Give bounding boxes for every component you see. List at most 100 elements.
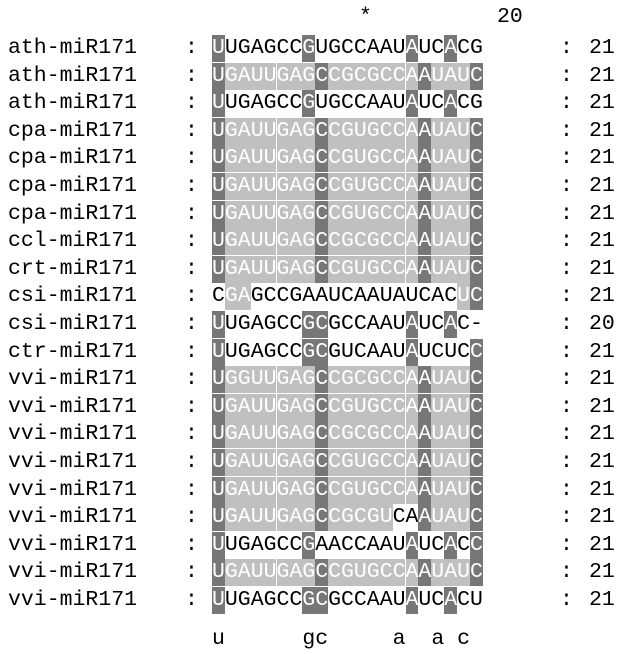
nucleotide-cell: A xyxy=(444,228,458,256)
nucleotide-cell: G xyxy=(224,283,238,311)
nucleotide-cell: C xyxy=(328,476,341,504)
nucleotide-cell: G xyxy=(302,531,316,559)
nucleotide-cell: G xyxy=(341,173,354,200)
sequence-name: ccl-miR171 xyxy=(8,229,138,254)
nucleotide-cell: A xyxy=(418,504,432,532)
name-separator: : xyxy=(185,284,198,309)
sequence-name: ctr-miR171 xyxy=(8,339,138,364)
nucleotide-cell: C xyxy=(353,311,367,338)
nucleotide-cell: C xyxy=(431,311,445,338)
sequence-name: cpa-miR171 xyxy=(8,201,138,226)
nucleotide-cell: A xyxy=(289,559,303,587)
nucleotide-cell: C xyxy=(470,449,483,476)
nucleotide-cell: A xyxy=(418,173,432,200)
nucleotide-cell: U xyxy=(457,283,470,311)
nucleotide-cell: C xyxy=(315,587,329,614)
nucleotide-cell: C xyxy=(470,145,483,173)
nucleotide-cell: C xyxy=(353,338,367,366)
nucleotide-cell: U xyxy=(224,90,238,118)
sequence-name: cpa-miR171 xyxy=(8,118,138,143)
nucleotide-cell: G xyxy=(341,559,354,587)
nucleotide-cell: C xyxy=(470,393,483,421)
sequence-length: 21 xyxy=(589,505,615,530)
nucleotide-cell: A xyxy=(444,476,458,504)
nucleotide-cell: U xyxy=(431,62,445,90)
nucleotide-cell: C xyxy=(276,587,290,614)
nucleotide-cell: A xyxy=(405,117,419,145)
nucleotide-cell: U xyxy=(224,311,238,338)
nucleotide-cell: A xyxy=(289,393,303,421)
nucleotide-cell: U xyxy=(263,173,277,200)
nucleotide-cell: U xyxy=(457,173,470,200)
nucleotide-cell: A xyxy=(237,255,251,283)
nucleotide-cell: C xyxy=(341,35,354,62)
nucleotide-cell: A xyxy=(289,173,303,200)
nucleotide-cell: A xyxy=(237,476,251,504)
nucleotide-cell: A xyxy=(418,476,432,504)
nucleotide-cell: A xyxy=(237,283,251,311)
nucleotide-cell: A xyxy=(444,531,458,559)
nucleotide-cell: G xyxy=(302,228,316,256)
nucleotide-cell: G xyxy=(276,200,290,228)
nucleotide-cell: C xyxy=(315,559,329,587)
nucleotide-cell: C xyxy=(392,228,406,256)
nucleotide-cell: G xyxy=(302,587,316,614)
nucleotide-cell: U xyxy=(224,338,238,366)
length-separator: : xyxy=(560,63,573,88)
nucleotide-cell: A xyxy=(379,90,393,118)
nucleotide-cell: C xyxy=(470,117,483,145)
name-separator: : xyxy=(185,312,198,336)
nucleotide-cell: C xyxy=(392,559,406,587)
nucleotide-cell: G xyxy=(237,587,251,614)
nucleotide-cell: C xyxy=(379,366,393,394)
nucleotide-cell: C xyxy=(392,200,406,228)
length-separator: : xyxy=(560,560,573,585)
nucleotide-cell: G xyxy=(341,504,354,532)
sequence-length: 21 xyxy=(589,256,615,281)
sequence-name: vvi-miR171 xyxy=(8,560,138,585)
nucleotide-cell: A xyxy=(418,393,432,421)
nucleotide-cell: G xyxy=(224,366,238,394)
name-separator: : xyxy=(185,532,198,557)
nucleotide-cell: G xyxy=(366,393,380,421)
nucleotide-cell: G xyxy=(276,476,290,504)
nucleotide-cell: C xyxy=(392,449,406,476)
nucleotide-cell: G xyxy=(302,117,316,145)
nucleotide-cell: A xyxy=(405,559,419,587)
nucleotide-cell: C xyxy=(470,421,483,449)
nucleotide-cell: G xyxy=(276,62,290,90)
nucleotide-cell: A xyxy=(379,35,393,62)
nucleotide-cell: G xyxy=(366,449,380,476)
nucleotide-cell: G xyxy=(224,62,238,90)
nucleotide-cell: C xyxy=(328,173,341,200)
nucleotide-cell: C xyxy=(328,449,341,476)
nucleotide-cell: G xyxy=(302,393,316,421)
nucleotide-cell: G xyxy=(237,90,251,118)
nucleotide-cell: C xyxy=(379,449,393,476)
nucleotide-cell: U xyxy=(431,173,445,200)
nucleotide-cell: C xyxy=(470,228,483,256)
nucleotide-cell: A xyxy=(289,62,303,90)
nucleotide-cell: C xyxy=(392,421,406,449)
nucleotide-cell: G xyxy=(470,90,483,118)
sequence-name: vvi-miR171 xyxy=(8,422,138,447)
nucleotide-cell: C xyxy=(457,531,470,559)
sequence-length: 21 xyxy=(589,91,615,116)
nucleotide-cell: U xyxy=(212,173,225,200)
nucleotide-cell: U xyxy=(431,255,445,283)
nucleotide-cell: G xyxy=(276,421,290,449)
nucleotide-cell: U xyxy=(263,393,277,421)
nucleotide-cell: U xyxy=(353,255,367,283)
nucleotide-cell: U xyxy=(431,476,445,504)
length-separator: : xyxy=(560,477,573,502)
nucleotide-cell: G xyxy=(276,366,290,394)
sequence-name: csi-miR171 xyxy=(8,312,138,336)
nucleotide-cell: G xyxy=(302,504,316,532)
nucleotide-cell: A xyxy=(405,587,419,614)
length-separator: : xyxy=(560,229,573,254)
nucleotide-cell: U xyxy=(212,228,225,256)
nucleotide-cell: G xyxy=(276,173,290,200)
nucleotide-cell: G xyxy=(302,35,316,62)
nucleotide-cell: C xyxy=(431,338,445,366)
